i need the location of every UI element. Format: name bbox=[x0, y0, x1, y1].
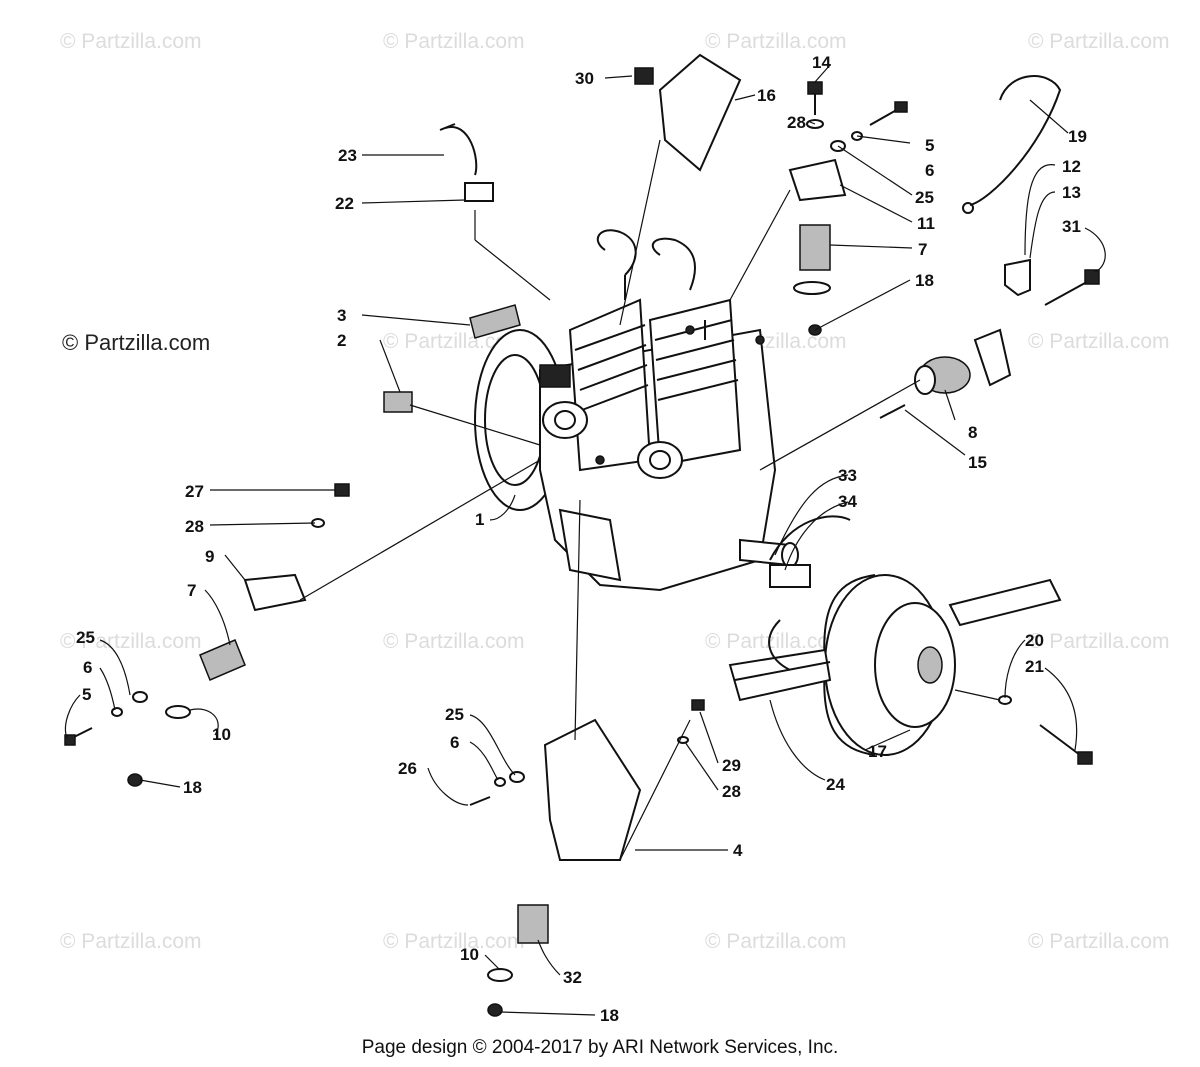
engine-assembly bbox=[474, 229, 799, 592]
callout-15: 15 bbox=[968, 453, 987, 472]
callout-27: 27 bbox=[185, 482, 204, 501]
callout-29: 29 bbox=[722, 756, 741, 775]
leader-lines bbox=[64, 64, 1106, 1016]
watermark: © Partzilla.com bbox=[383, 330, 525, 353]
page-footer: Page design © 2004-2017 by ARI Network S… bbox=[361, 1037, 839, 1058]
callout-11: 11 bbox=[917, 214, 935, 233]
callout-6: 6 bbox=[83, 658, 92, 677]
callout-28: 28 bbox=[787, 113, 806, 132]
watermark: © Partzilla.com bbox=[1028, 330, 1170, 353]
callout-10: 10 bbox=[212, 725, 231, 744]
watermark: © Partzilla.com bbox=[383, 630, 525, 653]
watermark: © Partzilla.com bbox=[705, 930, 847, 953]
callout-numbers: 30 16 14 28 5 6 25 11 7 18 19 12 13 31 2… bbox=[76, 53, 1087, 1025]
callout-10: 10 bbox=[460, 945, 479, 964]
callout-6: 6 bbox=[925, 161, 934, 180]
callout-28: 28 bbox=[722, 782, 741, 801]
watermark: © Partzilla.com bbox=[383, 30, 525, 53]
callout-34: 34 bbox=[838, 492, 857, 511]
callout-2: 2 bbox=[337, 331, 346, 350]
callout-25: 25 bbox=[915, 188, 934, 207]
callout-28: 28 bbox=[185, 517, 204, 536]
watermark: © Partzilla.com bbox=[60, 30, 202, 53]
callout-17: 17 bbox=[868, 742, 887, 761]
watermark: © Partzilla.com bbox=[383, 930, 525, 953]
callout-25: 25 bbox=[445, 705, 464, 724]
callout-6: 6 bbox=[450, 733, 459, 752]
watermark: © Partzilla.com bbox=[705, 630, 847, 653]
callout-9: 9 bbox=[205, 547, 214, 566]
callout-7: 7 bbox=[187, 581, 196, 600]
callout-16: 16 bbox=[757, 86, 776, 105]
callout-33: 33 bbox=[838, 466, 857, 485]
callout-18: 18 bbox=[600, 1006, 619, 1025]
callout-4: 4 bbox=[733, 841, 743, 860]
watermark: © Partzilla.com bbox=[1028, 630, 1170, 653]
callout-1: 1 bbox=[475, 510, 484, 529]
callout-20: 20 bbox=[1025, 631, 1044, 650]
callout-30: 30 bbox=[575, 69, 594, 88]
callout-25: 25 bbox=[76, 628, 95, 647]
callout-22: 22 bbox=[335, 194, 354, 213]
watermark: © Partzilla.com bbox=[1028, 930, 1170, 953]
callout-21: 21 bbox=[1025, 657, 1044, 676]
callout-5: 5 bbox=[925, 136, 934, 155]
callout-5: 5 bbox=[82, 685, 91, 704]
callout-7: 7 bbox=[918, 240, 927, 259]
callout-31: 31 bbox=[1062, 217, 1081, 236]
copyright-label: © Partzilla.com bbox=[62, 330, 211, 355]
callout-14: 14 bbox=[812, 53, 831, 72]
callout-18: 18 bbox=[183, 778, 202, 797]
watermark: © Partzilla.com bbox=[60, 930, 202, 953]
callout-24: 24 bbox=[826, 775, 845, 794]
watermark: © Partzilla.com bbox=[1028, 30, 1170, 53]
callout-32: 32 bbox=[563, 968, 582, 987]
callout-12: 12 bbox=[1062, 157, 1081, 176]
drive-clutch bbox=[728, 515, 1062, 756]
small-parts bbox=[64, 53, 1100, 1017]
watermark: © Partzilla.com bbox=[60, 630, 202, 653]
callout-18: 18 bbox=[915, 271, 934, 290]
callout-8: 8 bbox=[968, 423, 977, 442]
callout-3: 3 bbox=[337, 306, 346, 325]
watermark: © Partzilla.com bbox=[705, 30, 847, 53]
callout-13: 13 bbox=[1062, 183, 1081, 202]
callout-23: 23 bbox=[338, 146, 357, 165]
callout-19: 19 bbox=[1068, 127, 1087, 146]
callout-26: 26 bbox=[398, 759, 417, 778]
